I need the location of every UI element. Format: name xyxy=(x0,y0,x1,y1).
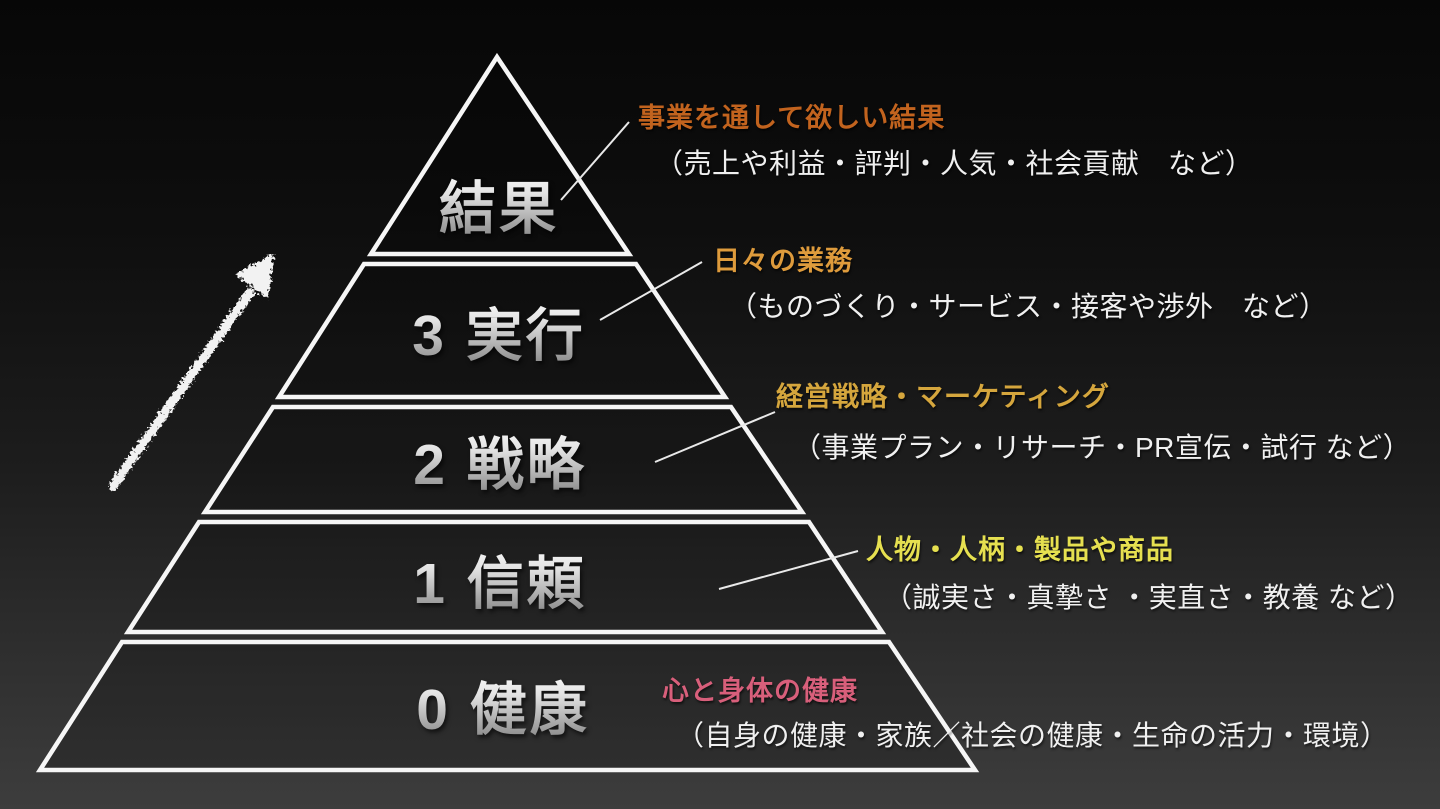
annotation-desc-results: （売上や利益・評判・人気・社会貢献 など） xyxy=(655,148,1254,179)
upward-arrow-icon xyxy=(108,254,274,491)
annotation-title-strategy: 経営戦略・マーケティング xyxy=(776,382,1110,412)
pyramid-tier-strategy xyxy=(200,404,807,515)
connector-line-results xyxy=(560,121,630,201)
tier-label-strategy: 2 戦略 xyxy=(413,419,587,501)
pyramid-tier-results xyxy=(366,52,634,257)
tier-label-results: 結果 xyxy=(439,163,559,245)
pyramid-tier-health xyxy=(35,639,980,773)
pyramid-tier-trust xyxy=(123,519,887,635)
annotation-desc-trust: （誠実さ・真摯さ ・実直さ・教養 など） xyxy=(884,582,1414,613)
annotation-title-results: 事業を通して欲しい結果 xyxy=(638,103,946,133)
annotation-title-trust: 人物・人柄・製品や商品 xyxy=(866,535,1174,565)
annotation-title-health: 心と身体の健康 xyxy=(662,676,858,706)
connector-line-execution xyxy=(599,261,703,321)
annotation-desc-strategy: （事業プラン・リサーチ・PR宣伝・試行 など） xyxy=(793,432,1412,463)
tier-label-execution: 3 実行 xyxy=(412,290,586,372)
connector-line-strategy xyxy=(654,411,776,463)
annotation-title-execution: 日々の業務 xyxy=(713,246,853,276)
annotation-desc-execution: （ものづくり・サービス・接客や渉外 など） xyxy=(729,291,1328,322)
tier-label-trust: 1 信頼 xyxy=(413,538,587,620)
annotation-desc-health: （自身の健康・家族／社会の健康・生命の活力・環境） xyxy=(676,720,1389,751)
pyramid-tier-execution xyxy=(274,261,730,400)
connector-line-trust xyxy=(718,550,859,590)
tier-label-health: 0 健康 xyxy=(416,664,590,746)
